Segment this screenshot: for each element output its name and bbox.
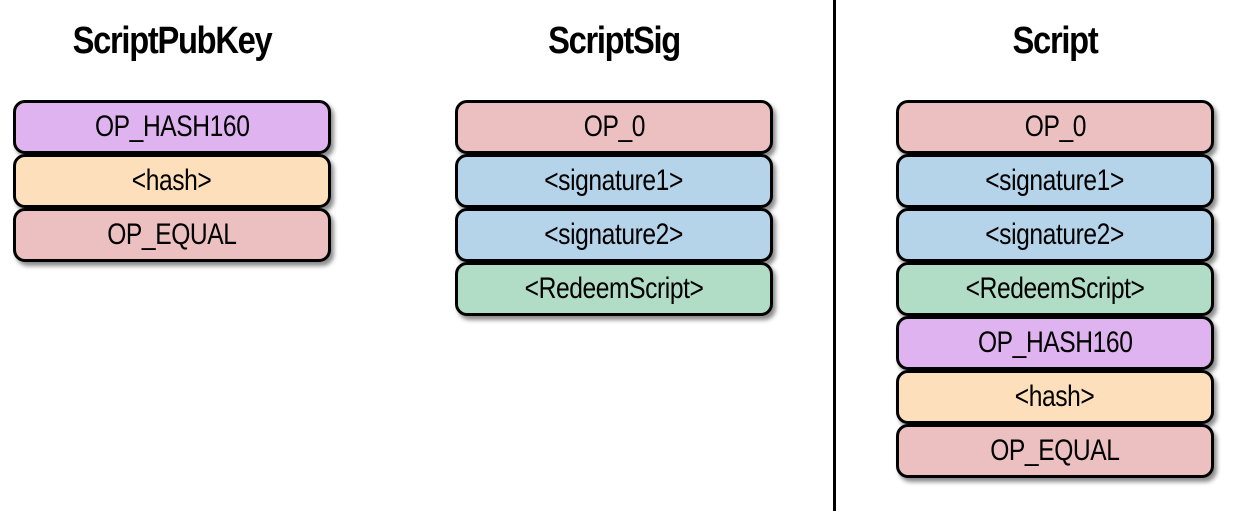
- script-block: <hash>: [896, 370, 1214, 424]
- script-block-label: <RedeemScript>: [965, 272, 1145, 305]
- script-block-label: OP_EQUAL: [107, 218, 237, 251]
- script-block: <signature2>: [896, 208, 1214, 262]
- script-stack: OP_0 <signature1> <signature2> <RedeemScrip…: [896, 100, 1214, 478]
- script-block: <signature1>: [455, 154, 773, 208]
- scriptsig-stack: OP_0 <signature1> <signature2> <RedeemScrip…: [455, 100, 773, 316]
- script-block-label: OP_0: [583, 110, 645, 143]
- script-block-label: OP_HASH160: [94, 110, 250, 143]
- script-block: <hash>: [13, 154, 331, 208]
- column-divider: [833, 0, 836, 511]
- script-block-label: OP_EQUAL: [990, 434, 1120, 467]
- script-block: OP_EQUAL: [896, 424, 1214, 478]
- script-block: OP_HASH160: [896, 316, 1214, 370]
- scriptpubkey-title: ScriptPubKey: [72, 20, 273, 62]
- script-block-label: <signature1>: [544, 164, 684, 197]
- script-block: OP_0: [896, 100, 1214, 154]
- script-block-label: <RedeemScript>: [524, 272, 704, 305]
- script-block-label: OP_HASH160: [977, 326, 1133, 359]
- script-block-label: OP_0: [1024, 110, 1086, 143]
- script-block-label: <signature2>: [985, 218, 1125, 251]
- script-block: OP_EQUAL: [13, 208, 331, 262]
- script-block: <RedeemScript>: [896, 262, 1214, 316]
- script-block-label: <hash>: [1015, 380, 1095, 413]
- script-block: OP_0: [455, 100, 773, 154]
- script-block: OP_HASH160: [13, 100, 331, 154]
- script-block-label: <hash>: [132, 164, 212, 197]
- script-block-label: <signature2>: [544, 218, 684, 251]
- script-block: <signature2>: [455, 208, 773, 262]
- script-block: <signature1>: [896, 154, 1214, 208]
- script-block: <RedeemScript>: [455, 262, 773, 316]
- script-block-label: <signature1>: [985, 164, 1125, 197]
- script-title: Script: [1012, 20, 1099, 62]
- scriptpubkey-stack: OP_HASH160 <hash> OP_EQUAL: [13, 100, 331, 262]
- scriptsig-title: ScriptSig: [548, 20, 681, 62]
